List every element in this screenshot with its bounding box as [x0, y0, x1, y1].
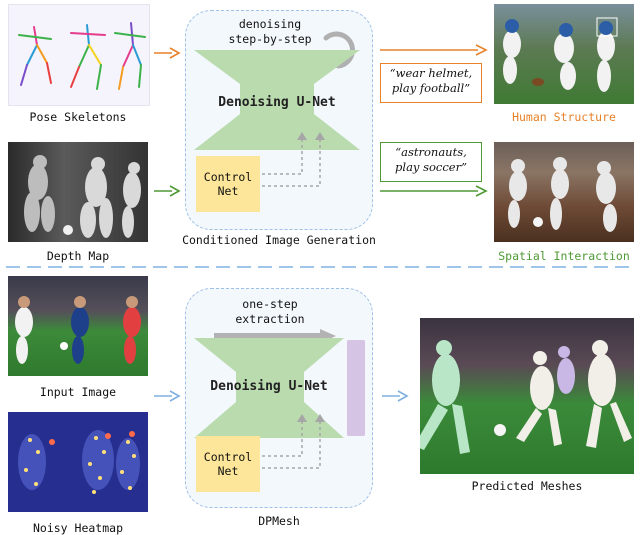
- input-image-label: Input Image: [39, 385, 117, 399]
- prompt-football: “wear helmet, play football”: [380, 63, 482, 103]
- orange-output-arrow: [380, 44, 488, 56]
- unet-shape-bottom: [194, 338, 344, 438]
- step-by-step-text: denoising step-by-step: [210, 17, 330, 47]
- mesh-figures: [420, 340, 632, 454]
- skeleton-figures: [18, 22, 146, 90]
- control-net-bottom-line-1: Control: [203, 450, 253, 464]
- step-text-line-2: step-by-step: [228, 32, 312, 46]
- astronaut-generated-image: [494, 142, 634, 242]
- one-step-line-2: extraction: [235, 312, 305, 326]
- green-output-arrow: [380, 185, 488, 197]
- control-dashed-arrows-bottom: [262, 414, 325, 469]
- spatial-interaction-label: Spatial Interaction: [498, 249, 630, 263]
- prompt-astronauts-line-2: play soccer”: [395, 160, 467, 174]
- depth-map-image: [8, 142, 148, 242]
- predicted-meshes-label: Predicted Meshes: [471, 479, 583, 493]
- prompt-astronauts-line-1: “astronauts,: [395, 145, 467, 159]
- unet-shape: [194, 50, 360, 150]
- pose-skeletons-label: Pose Skeletons: [29, 110, 127, 124]
- noisy-heatmap-label: Noisy Heatmap: [32, 521, 123, 535]
- football-generated-image: [494, 4, 634, 104]
- orange-input-arrow: [154, 47, 181, 59]
- prompt-astronauts: “astronauts, play soccer”: [380, 142, 482, 182]
- depth-map-label: Depth Map: [46, 249, 110, 263]
- blue-input-arrow: [154, 390, 181, 402]
- human-structure-label: Human Structure: [512, 110, 616, 124]
- step-text-line-1: denoising: [238, 17, 302, 31]
- predicted-meshes-image: [420, 318, 634, 474]
- blue-output-arrow: [382, 390, 409, 402]
- green-input-arrow: [154, 185, 181, 197]
- noisy-heatmap-image: [8, 412, 148, 512]
- one-step-line-1: one-step: [242, 297, 298, 311]
- unet-label-top: Denoising U-Net: [218, 95, 336, 110]
- control-net-top-line-1: Control: [203, 170, 253, 184]
- control-net-bottom: Control Net: [196, 436, 260, 492]
- pose-skeleton-image: [8, 4, 150, 106]
- control-dashed-arrows-top: [262, 132, 325, 187]
- section-divider: [6, 266, 636, 268]
- input-soccer-image: [8, 276, 148, 376]
- prompt-football-line-1: “wear helmet,: [389, 66, 473, 80]
- heatmap-points: [18, 430, 140, 494]
- one-step-text: one-step extraction: [210, 297, 330, 327]
- depth-silhouettes: [24, 155, 141, 238]
- input-players: [15, 296, 141, 364]
- astronaut-figures: [508, 157, 617, 232]
- conditioned-generation-caption: Conditioned Image Generation: [182, 233, 376, 247]
- extracted-feature-bar: [347, 340, 365, 436]
- control-net-bottom-line-2: Net: [217, 464, 239, 478]
- control-net-top-line-2: Net: [217, 184, 239, 198]
- unet-label-bottom: Denoising U-Net: [210, 379, 328, 394]
- loop-arrow-icon: [323, 31, 355, 69]
- football-players: [503, 17, 618, 92]
- dpmesh-caption: DPMesh: [258, 514, 300, 528]
- prompt-football-line-2: play football”: [391, 81, 471, 95]
- control-net-top: Control Net: [196, 156, 260, 212]
